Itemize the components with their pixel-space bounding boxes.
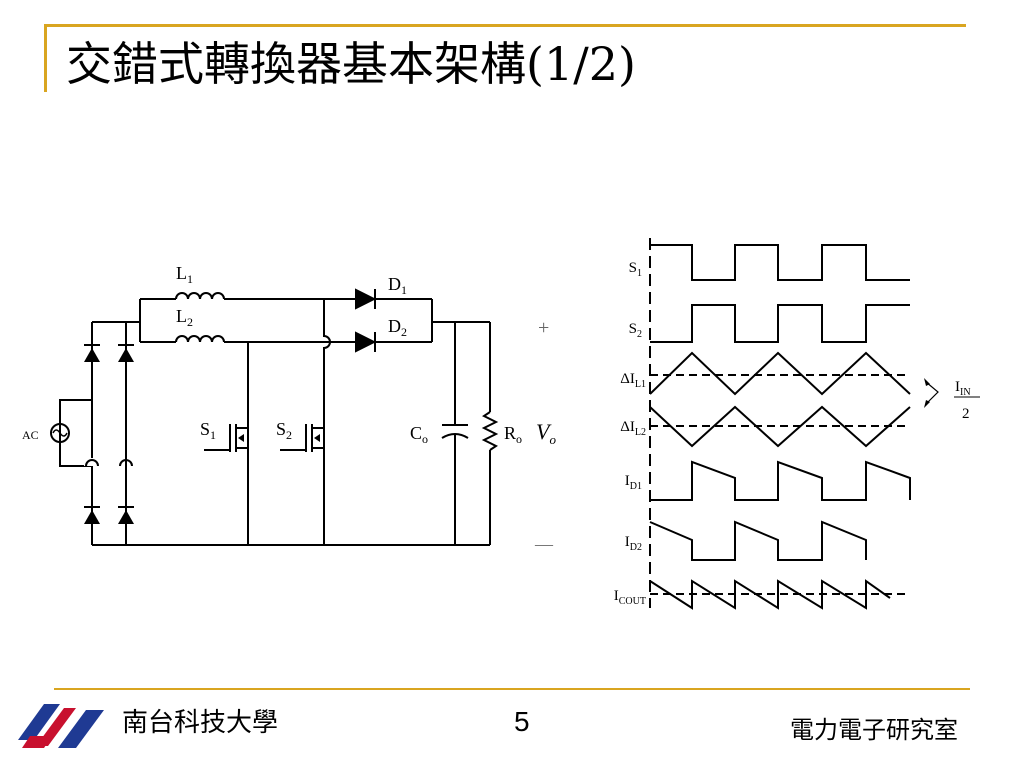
s2-drain-wire: [323, 299, 331, 545]
wf-id2-label: I: [625, 534, 630, 550]
wf-s1-label: S: [629, 260, 637, 276]
inductor-l2: [140, 335, 356, 343]
svg-text:S1: S1: [200, 419, 216, 442]
svg-text:D2: D2: [388, 316, 407, 339]
d1-label: D: [388, 274, 401, 294]
diode-d1: [355, 288, 432, 310]
d2-label: D: [388, 316, 401, 336]
svg-text:D1: D1: [388, 274, 407, 297]
wf-il1-label: ΔI: [620, 371, 635, 387]
svg-text:S2: S2: [276, 419, 292, 442]
l2-label: L: [176, 306, 187, 326]
switch-s1: [204, 424, 249, 456]
lab-name: 電力電子研究室: [790, 716, 958, 744]
svg-text:Ro: Ro: [504, 423, 522, 446]
svg-text:S1: S1: [629, 260, 642, 279]
ro-label: R: [504, 423, 516, 443]
ac-source-symbol: [50, 423, 70, 443]
svg-text:ΔIL2: ΔIL2: [620, 419, 646, 438]
ac-source-wiring: [59, 399, 92, 467]
title-accent-line-top: [44, 24, 966, 27]
switch-s2: [280, 424, 324, 452]
svg-text:S2: S2: [629, 321, 642, 340]
s2-waveform: [650, 304, 910, 343]
wf-s2-label: S: [629, 321, 637, 337]
output-capacitor: [441, 322, 469, 545]
wf-id1-label: I: [625, 473, 630, 489]
ripple-numerator: I: [955, 379, 960, 395]
page-number: 5: [514, 706, 530, 737]
s1-waveform: [650, 244, 910, 281]
s2-label: S: [276, 419, 286, 439]
co-label: C: [410, 423, 422, 443]
diode-d2: [355, 331, 432, 353]
il2-waveform: [649, 405, 911, 448]
title-accent-line-left: [44, 26, 47, 92]
footer-accent-line: [54, 688, 970, 690]
vo-label: V: [536, 419, 552, 444]
wf-icout-label: I: [614, 588, 619, 604]
id1-waveform: [650, 460, 911, 501]
svg-text:ID1: ID1: [625, 473, 642, 492]
l1-label: L: [176, 263, 187, 283]
bridge-diodes: [84, 344, 320, 524]
il1-waveform: [649, 351, 911, 396]
svg-text:ΔIL1: ΔIL1: [620, 371, 646, 390]
icout-waveform: [649, 579, 891, 610]
school-name: 南台科技大學: [122, 708, 279, 738]
svg-text:IIN: IIN: [955, 379, 971, 398]
ripple-arrow: [925, 381, 939, 405]
school-logo: [18, 704, 104, 748]
slide-title: 交錯式轉換器基本架構(1/2): [66, 37, 636, 91]
svg-text:L2: L2: [176, 306, 193, 329]
wf-il2-label: ΔI: [620, 419, 635, 435]
minus-sign: —: [534, 534, 554, 554]
ac-label: AC: [22, 428, 39, 442]
inductor-l1: [139, 292, 356, 342]
load-resistor: [481, 322, 499, 545]
svg-text:ICOUT: ICOUT: [614, 588, 646, 607]
svg-text:ID2: ID2: [625, 534, 642, 553]
svg-text:Co: Co: [410, 423, 428, 446]
svg-text:L1: L1: [176, 263, 193, 286]
id2-waveform: [649, 520, 867, 561]
s1-label: S: [200, 419, 210, 439]
svg-text:Vo: Vo: [536, 419, 556, 447]
plus-sign: +: [538, 317, 549, 339]
ripple-denominator: 2: [962, 406, 970, 422]
